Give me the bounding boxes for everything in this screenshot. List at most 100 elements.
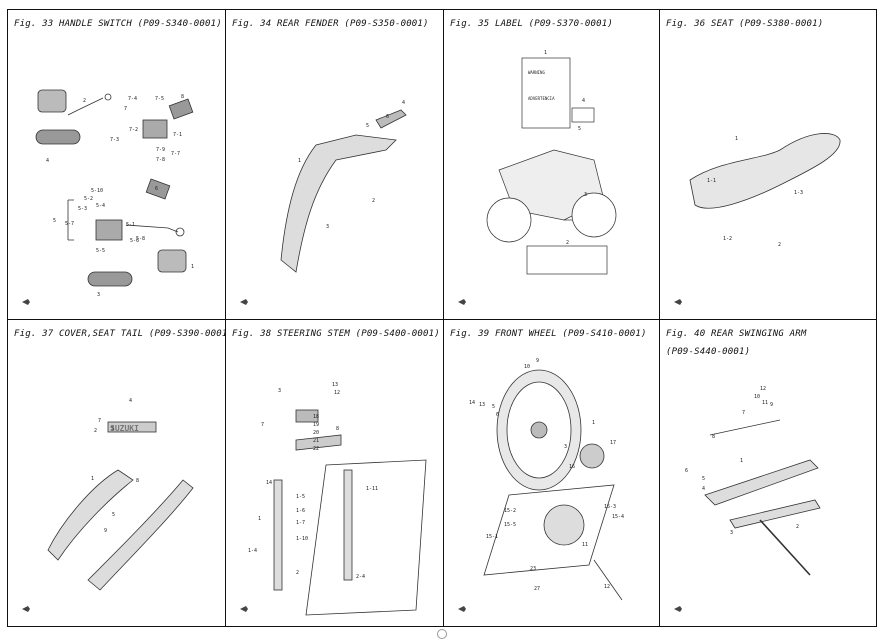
figure-code: (P09-S380-0001) bbox=[739, 19, 824, 29]
svg-text:7-8: 7-8 bbox=[156, 157, 165, 163]
svg-text:1-6: 1-6 bbox=[296, 508, 305, 514]
svg-text:3: 3 bbox=[97, 292, 100, 298]
svg-text:5-5: 5-5 bbox=[96, 248, 105, 254]
svg-text:23: 23 bbox=[530, 566, 536, 572]
warning-label-text: WARNING bbox=[528, 70, 545, 75]
svg-text:1: 1 bbox=[258, 516, 261, 522]
svg-text:13: 13 bbox=[332, 382, 338, 388]
steering-bracket bbox=[295, 409, 319, 423]
svg-text:15-3: 15-3 bbox=[604, 504, 616, 510]
page-marker bbox=[437, 629, 447, 639]
figure-code: (P09-S400-0001) bbox=[355, 329, 440, 339]
svg-text:5-3: 5-3 bbox=[78, 206, 87, 212]
figure-caption: Fig. 35 LABEL (P09-S370-0001) bbox=[450, 15, 613, 33]
svg-text:9: 9 bbox=[770, 402, 773, 408]
svg-text:27: 27 bbox=[534, 586, 540, 592]
svg-text:4: 4 bbox=[702, 486, 705, 492]
svg-text:7-9: 7-9 bbox=[156, 147, 165, 153]
fender-bracket bbox=[375, 109, 407, 129]
figure-40-cell: Fig. 40 REAR SWINGING ARM (P09-S440-0001… bbox=[660, 320, 876, 626]
figure-title: Fig. 37 COVER,SEAT TAIL bbox=[14, 329, 144, 339]
svg-text:5: 5 bbox=[492, 404, 495, 410]
brake-drum bbox=[579, 443, 605, 469]
figure-caption: Fig. 34 REAR FENDER (P09-S350-0001) bbox=[232, 15, 429, 33]
label-diagram: WARNING ADVERTENCIA 145 32 bbox=[486, 50, 617, 275]
svg-text:1-5: 1-5 bbox=[296, 494, 305, 500]
svg-text:15-2: 15-2 bbox=[504, 508, 516, 514]
svg-text:20: 20 bbox=[313, 430, 319, 436]
right-switch-housing bbox=[157, 249, 187, 273]
brand-logo-text: SUZUKI bbox=[110, 424, 139, 433]
svg-text:7-4: 7-4 bbox=[128, 96, 137, 102]
seat bbox=[689, 133, 841, 209]
svg-text:15-1: 15-1 bbox=[486, 534, 498, 540]
forward-arrow-icon bbox=[240, 606, 248, 612]
figure-35-cell: Fig. 35 LABEL (P09-S370-0001) WARNING AD… bbox=[444, 10, 660, 320]
svg-text:2: 2 bbox=[778, 242, 781, 248]
svg-text:1: 1 bbox=[91, 476, 94, 482]
left-grip bbox=[35, 129, 81, 145]
svg-text:3: 3 bbox=[111, 426, 114, 432]
svg-text:15-5: 15-5 bbox=[504, 522, 516, 528]
svg-text:3: 3 bbox=[278, 388, 281, 394]
svg-text:19: 19 bbox=[313, 422, 319, 428]
rear-fender-diagram: 465 123 bbox=[280, 100, 407, 273]
svg-text:2: 2 bbox=[372, 198, 375, 204]
svg-text:6: 6 bbox=[685, 468, 688, 474]
svg-text:7: 7 bbox=[261, 422, 264, 428]
svg-text:5-7: 5-7 bbox=[65, 221, 74, 227]
forward-arrow-icon bbox=[458, 299, 466, 305]
figure-caption: Fig. 33 HANDLE SWITCH (P09-S340-0001) bbox=[14, 15, 222, 33]
svg-text:2: 2 bbox=[94, 428, 97, 434]
svg-text:11: 11 bbox=[762, 400, 768, 406]
figure-code: (P09-S440-0001) bbox=[666, 347, 751, 357]
svg-text:1-1: 1-1 bbox=[707, 178, 716, 184]
figure-caption: Fig. 40 REAR SWINGING ARM (P09-S440-0001… bbox=[666, 325, 806, 361]
small-label-4 bbox=[571, 107, 595, 123]
warning-label bbox=[521, 57, 571, 129]
steering-stem bbox=[295, 434, 342, 451]
figure-code: (P09-S410-0001) bbox=[562, 329, 647, 339]
svg-text:5-10: 5-10 bbox=[91, 188, 103, 194]
svg-text:5-1: 5-1 bbox=[126, 222, 135, 228]
forward-arrow-icon bbox=[22, 606, 30, 612]
svg-text:5: 5 bbox=[53, 218, 56, 224]
brake-panel-frame bbox=[483, 484, 615, 576]
forward-arrow-icon bbox=[674, 299, 682, 305]
svg-text:7-2: 7-2 bbox=[129, 127, 138, 133]
svg-text:16: 16 bbox=[569, 464, 575, 470]
svg-text:3: 3 bbox=[730, 530, 733, 536]
svg-text:8: 8 bbox=[181, 94, 184, 100]
forward-arrow-icon bbox=[458, 606, 466, 612]
figure-title: Fig. 39 FRONT WHEEL bbox=[450, 329, 557, 339]
svg-text:7-5: 7-5 bbox=[155, 96, 164, 102]
svg-text:7-1: 7-1 bbox=[173, 132, 182, 138]
figure-title: Fig. 35 LABEL bbox=[450, 19, 524, 29]
svg-text:1: 1 bbox=[740, 458, 743, 464]
svg-text:5-8: 5-8 bbox=[136, 236, 145, 242]
right-grip bbox=[87, 271, 133, 287]
parts-catalog-page: Fig. 33 HANDLE SWITCH (P09-S340-0001) bbox=[7, 9, 877, 627]
svg-text:7-3: 7-3 bbox=[110, 137, 119, 143]
figure-caption: Fig. 36 SEAT (P09-S380-0001) bbox=[666, 15, 823, 33]
svg-text:3: 3 bbox=[584, 192, 587, 198]
brake-lever-holder bbox=[95, 219, 123, 241]
svg-text:7: 7 bbox=[98, 418, 101, 424]
svg-text:2: 2 bbox=[566, 240, 569, 246]
svg-text:1: 1 bbox=[298, 158, 301, 164]
label-2 bbox=[526, 245, 608, 275]
svg-text:1-11: 1-11 bbox=[366, 486, 378, 492]
seat-diagram: 11-11-2 1-32 bbox=[689, 133, 841, 248]
front-fork-inner bbox=[343, 469, 353, 581]
svg-text:5: 5 bbox=[702, 476, 705, 482]
svg-text:4: 4 bbox=[582, 98, 585, 104]
figure-title: Fig. 34 REAR FENDER bbox=[232, 19, 339, 29]
figure-code: (P09-S370-0001) bbox=[528, 19, 613, 29]
svg-text:14: 14 bbox=[266, 480, 272, 486]
brake-lever bbox=[125, 224, 179, 233]
brake-panel bbox=[543, 504, 585, 546]
svg-text:1-7: 1-7 bbox=[296, 520, 305, 526]
